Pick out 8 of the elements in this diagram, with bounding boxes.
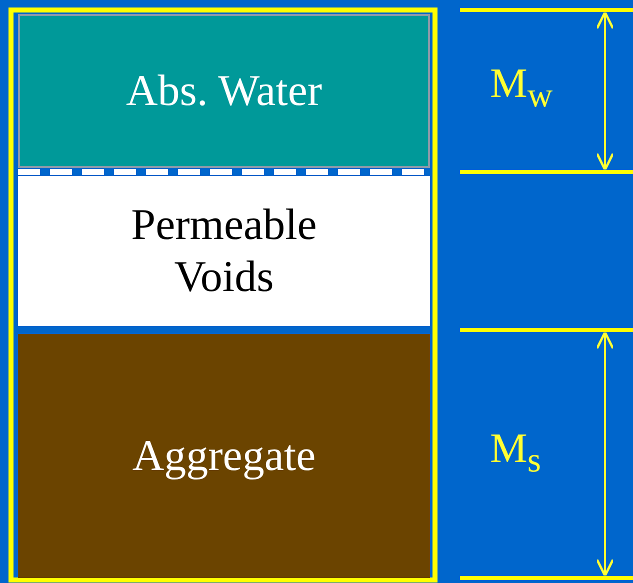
- layer-label: Permeable Voids: [130, 199, 318, 303]
- mass-label: M$_{w}$: [490, 60, 553, 116]
- water-layer: [18, 14, 430, 168]
- layer-label: Abs. Water: [126, 65, 322, 117]
- layer-label: Aggregate: [132, 430, 316, 482]
- mass-label: M$_{s}$: [490, 425, 541, 480]
- aggregate-layer: [18, 334, 430, 578]
- voids-layer: [18, 176, 430, 326]
